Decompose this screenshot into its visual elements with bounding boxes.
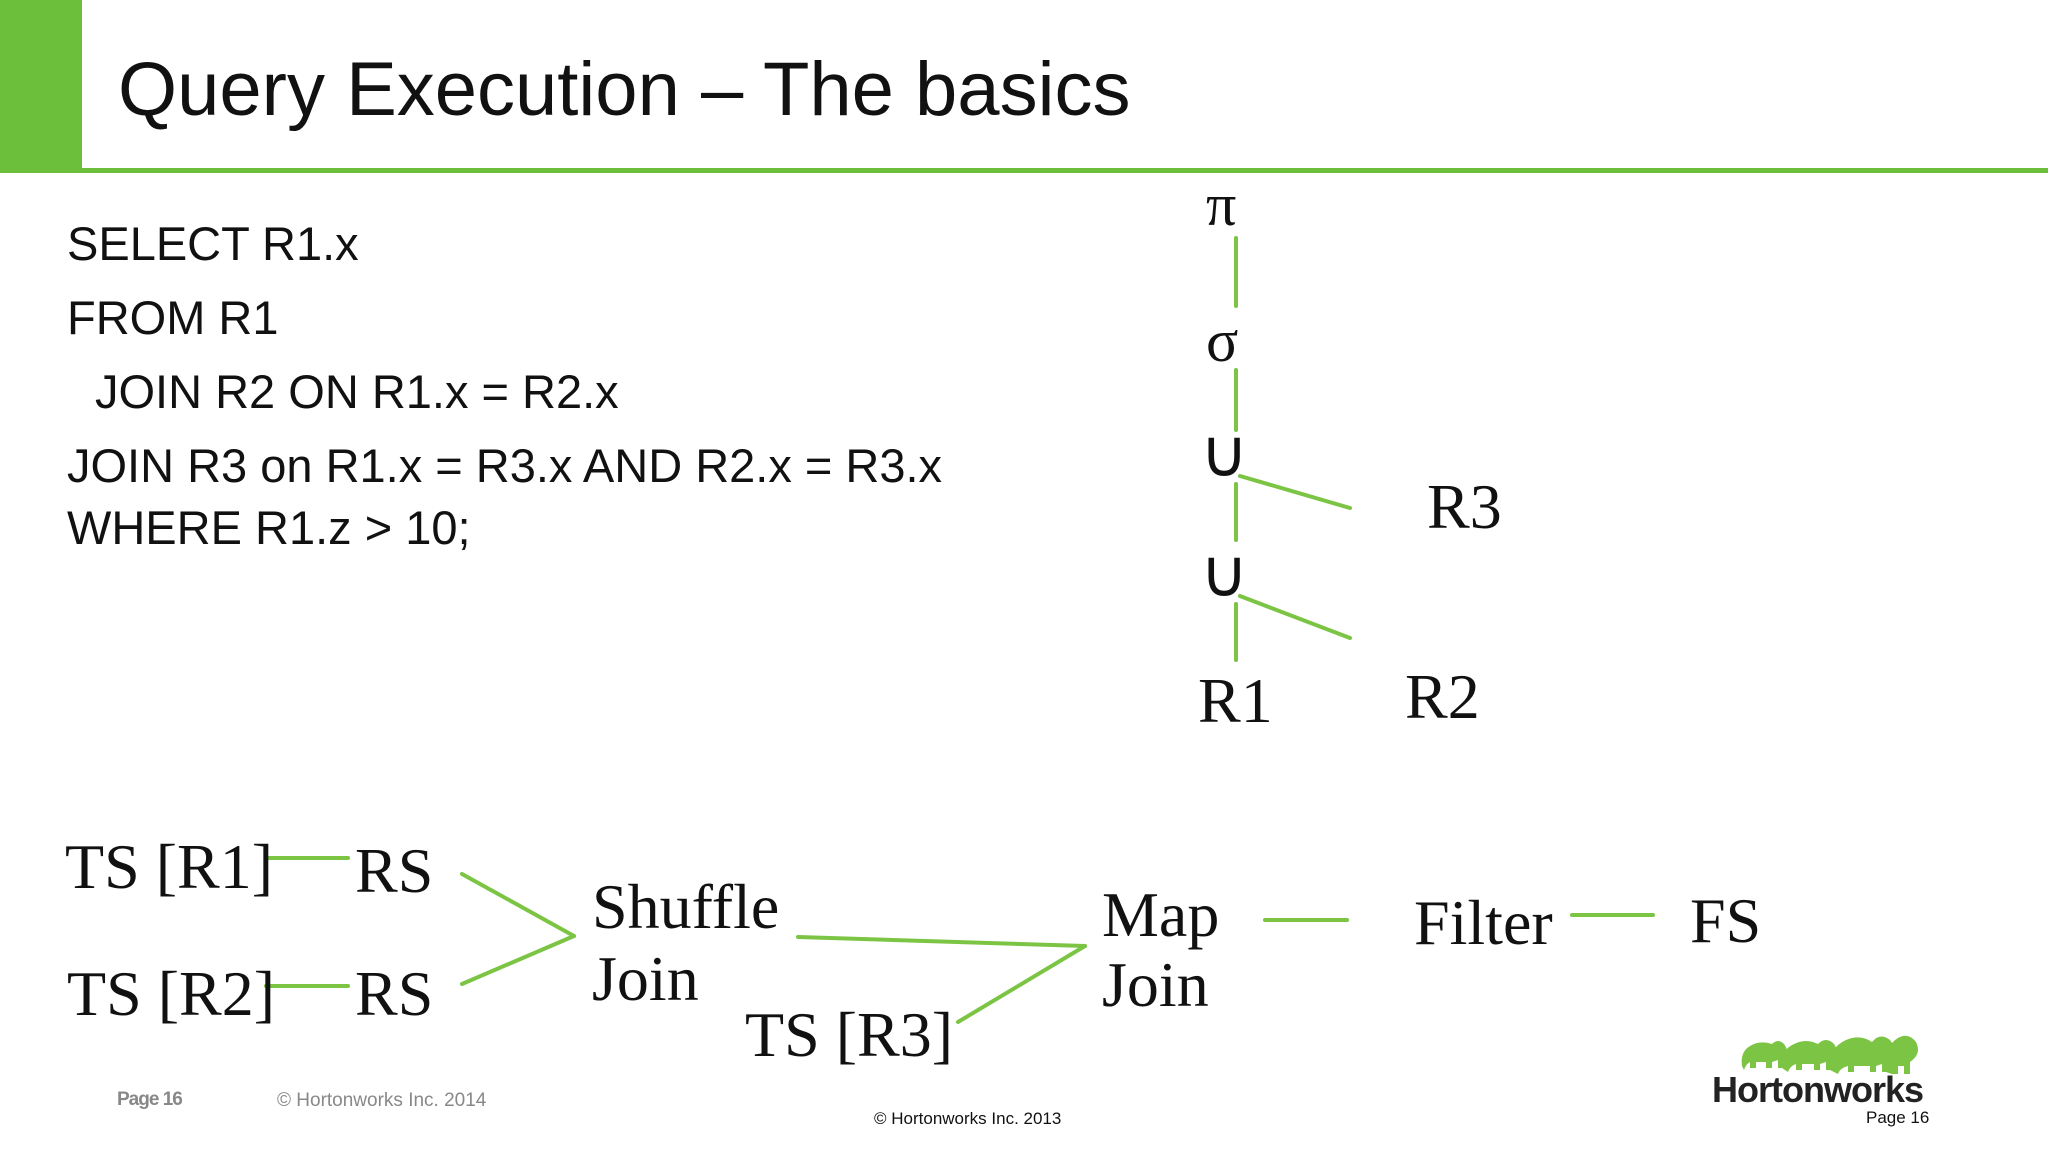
plan-node-shuffle-join-line1: Shuffle [592, 871, 780, 942]
plan-edge-ts-r3-map-join [956, 944, 1087, 1024]
relation-r3: R3 [1427, 471, 1502, 542]
plan-edge-shuffle-join-map-join [796, 935, 1087, 948]
projection-symbol: π [1206, 172, 1237, 238]
plan-node-rs-2: RS [355, 958, 434, 1029]
plan-node-fs: FS [1690, 885, 1762, 956]
slide-title: Query Execution – The basics [118, 47, 1131, 132]
sql-line-where: WHERE R1.z > 10; [67, 501, 471, 554]
join-symbol-bottom: ∪ [1200, 538, 1249, 611]
title-divider [0, 168, 2048, 173]
footer-copyright-2013: © Hortonworks Inc. 2013 [874, 1109, 1062, 1128]
tree-edge-join-bottom-r2 [1238, 594, 1352, 640]
selection-symbol: σ [1206, 308, 1239, 374]
sql-line-join-r2: JOIN R2 ON R1.x = R2.x [95, 365, 619, 418]
join-symbol-top: ∪ [1200, 418, 1249, 491]
footer-copyright-2014: © Hortonworks Inc. 2014 [277, 1090, 487, 1111]
plan-node-shuffle-join-line2: Join [592, 943, 699, 1014]
plan-node-ts-r2: TS [R2] [67, 958, 275, 1029]
plan-edge-rs2-shuffle-join [460, 934, 576, 986]
tree-edge-join-top-r3 [1238, 474, 1352, 510]
title-accent-bar [0, 0, 82, 172]
plan-node-map-join-line1: Map [1102, 879, 1220, 950]
sql-line-from: FROM R1 [67, 291, 279, 344]
plan-node-filter: Filter [1414, 887, 1553, 958]
plan-node-rs-1: RS [355, 835, 434, 906]
plan-node-map-join-line2: Join [1102, 949, 1209, 1020]
hortonworks-logo-text: Hortonworks [1712, 1069, 1924, 1110]
sql-line-join-r3: JOIN R3 on R1.x = R3.x AND R2.x = R3.x [67, 439, 943, 492]
sql-line-select: SELECT R1.x [67, 217, 359, 270]
footer-page-number-small: Page 16 [117, 1089, 183, 1110]
footer-page-number: Page 16 [1866, 1108, 1930, 1127]
plan-edge-rs1-shuffle-join [460, 872, 576, 938]
plan-node-ts-r3: TS [R3] [745, 999, 953, 1070]
elephant-logo-icon [1741, 1035, 1918, 1074]
relation-r1: R1 [1198, 665, 1273, 736]
relation-r2: R2 [1405, 661, 1480, 732]
plan-node-ts-r1: TS [R1] [65, 831, 273, 902]
